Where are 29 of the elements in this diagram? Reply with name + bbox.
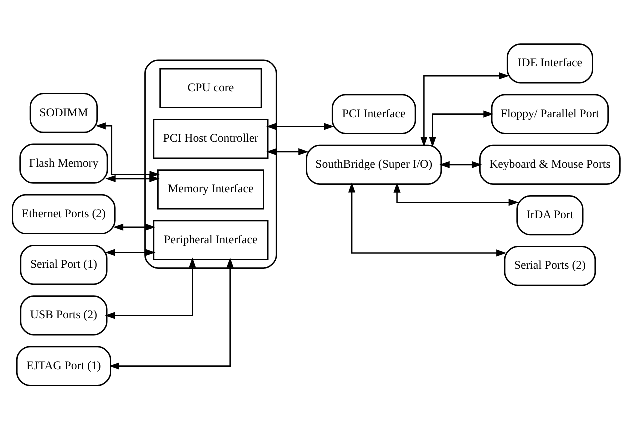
node-box: Ethernet Ports (2) [12, 194, 116, 235]
node-box: Memory Interface [158, 170, 264, 210]
arrow [105, 249, 156, 256]
arrow [113, 224, 156, 231]
arrow [348, 182, 507, 257]
arrow [266, 148, 309, 156]
node-box: PCI Host Controller [153, 119, 269, 160]
node-box: Floppy/ Parallel Port [491, 94, 610, 134]
node-box: EJTAG Port (1) [16, 346, 112, 386]
arrow [429, 110, 494, 148]
arrow [105, 258, 196, 320]
arrow [266, 123, 334, 130]
arrow [109, 258, 234, 370]
node-box: IDE Interface [506, 44, 594, 84]
node-box: SODIMM [30, 93, 98, 134]
node-box: USB Ports (2) [20, 296, 108, 336]
node-box: Peripheral Interface [153, 220, 269, 260]
arrow [394, 182, 519, 206]
node-box: Serial Ports (2) [504, 246, 596, 286]
node-box: Flash Memory [20, 144, 108, 184]
node-box: IrDA Port [516, 195, 584, 236]
node-box: Serial Port (1) [20, 245, 108, 286]
node-box: CPU core [160, 68, 262, 109]
arrow [420, 72, 510, 148]
node-box: Keyboard & Mouse Ports [480, 144, 621, 185]
arrow [440, 161, 482, 168]
node-box: SouthBridge (Super I/O) [306, 144, 442, 185]
node-box: PCI Interface [332, 94, 416, 134]
arrow [106, 175, 160, 182]
